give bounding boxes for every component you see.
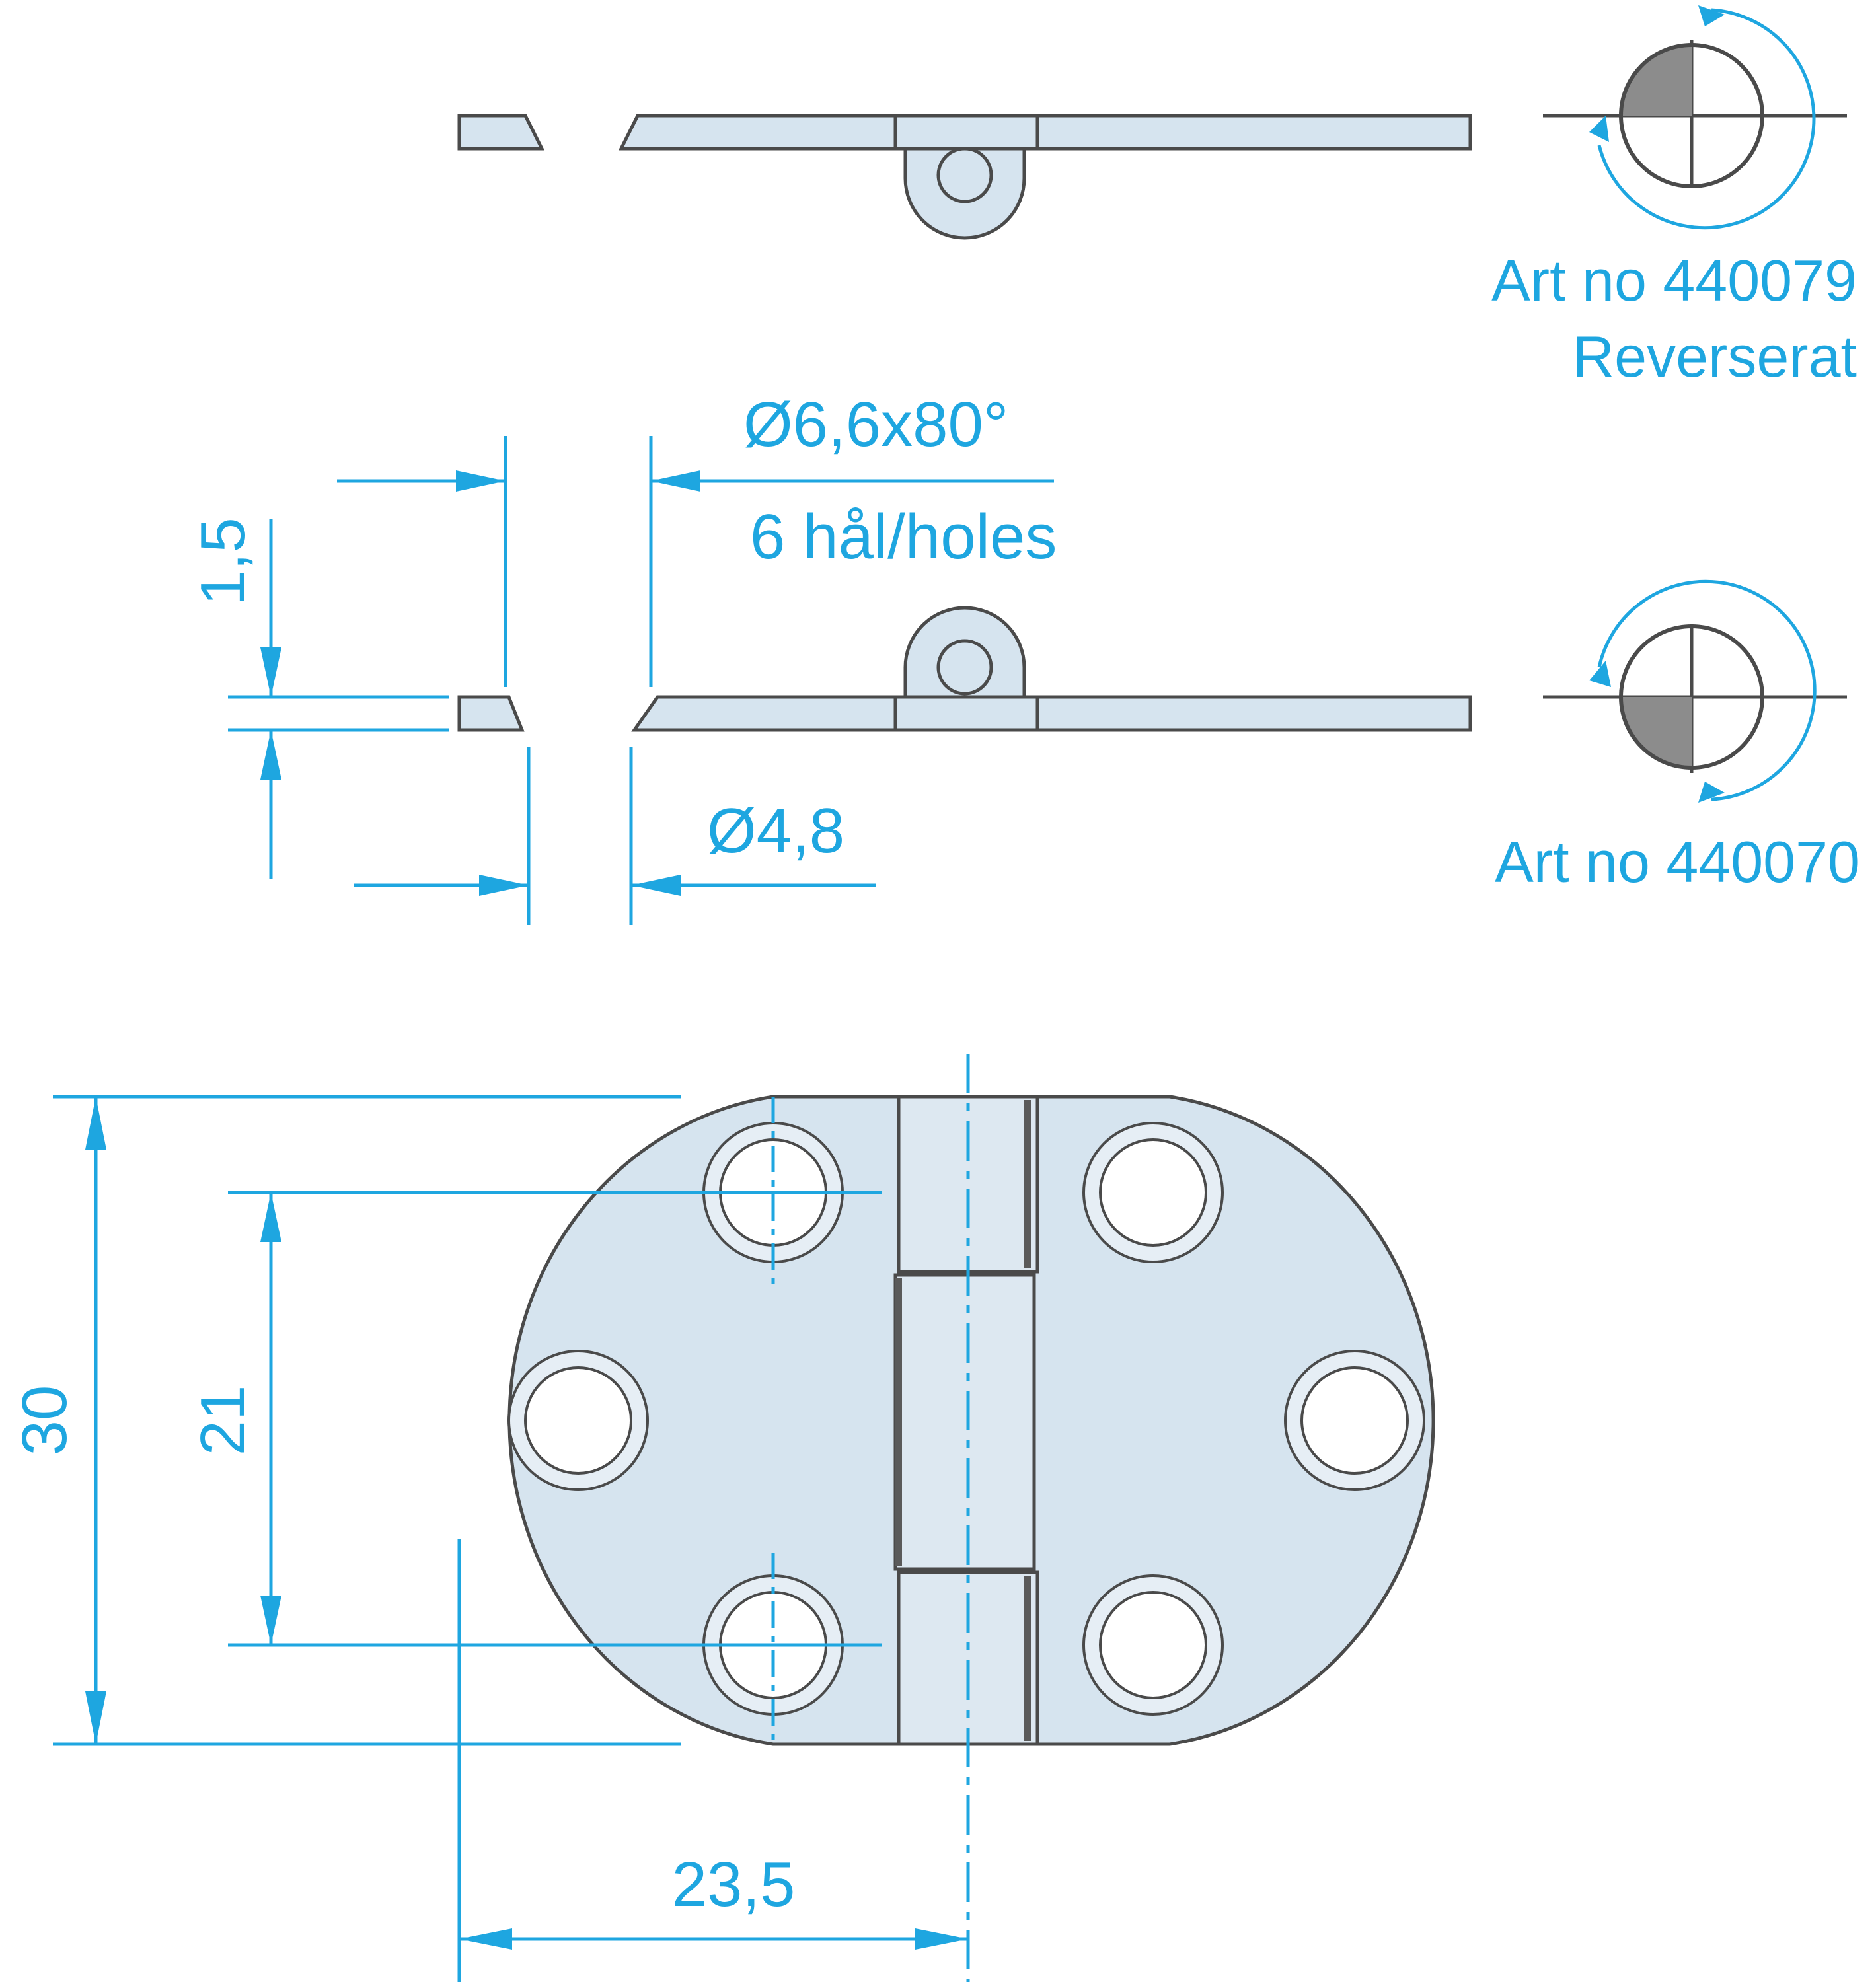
holes-count-note: 6 hål/holes: [750, 501, 1057, 572]
screw-hole: [1082, 1122, 1224, 1263]
side-view-standard: [457, 606, 1472, 732]
rotation-symbol-reversed: [1543, 5, 1847, 230]
screw-hole: [1284, 1350, 1425, 1491]
rotation-arrow-icon: [1597, 8, 1816, 230]
screw-hole: [507, 1350, 649, 1491]
countersink-dimension: Ø6,6x80°: [743, 389, 1008, 460]
article-number-reversed: Art no 440079: [1491, 248, 1857, 313]
rotation-arrow-icon: [1597, 579, 1817, 801]
hole-spacing-dimension: 21: [188, 1385, 258, 1456]
rotation-symbol-standard: [1543, 579, 1847, 803]
thickness-dimension: 1,5: [188, 517, 258, 605]
reversed-note: Reverserat: [1573, 324, 1857, 389]
half-width-dimension: 23,5: [672, 1849, 796, 1920]
screw-hole: [1082, 1574, 1224, 1716]
side-view-reversed: [457, 114, 1472, 240]
hole-diameter-dimension: Ø4,8: [707, 795, 844, 866]
article-number-standard: Art no 440070: [1495, 829, 1860, 895]
overall-height-dimension: 30: [9, 1385, 80, 1456]
dimension-lines: [53, 436, 1054, 1982]
